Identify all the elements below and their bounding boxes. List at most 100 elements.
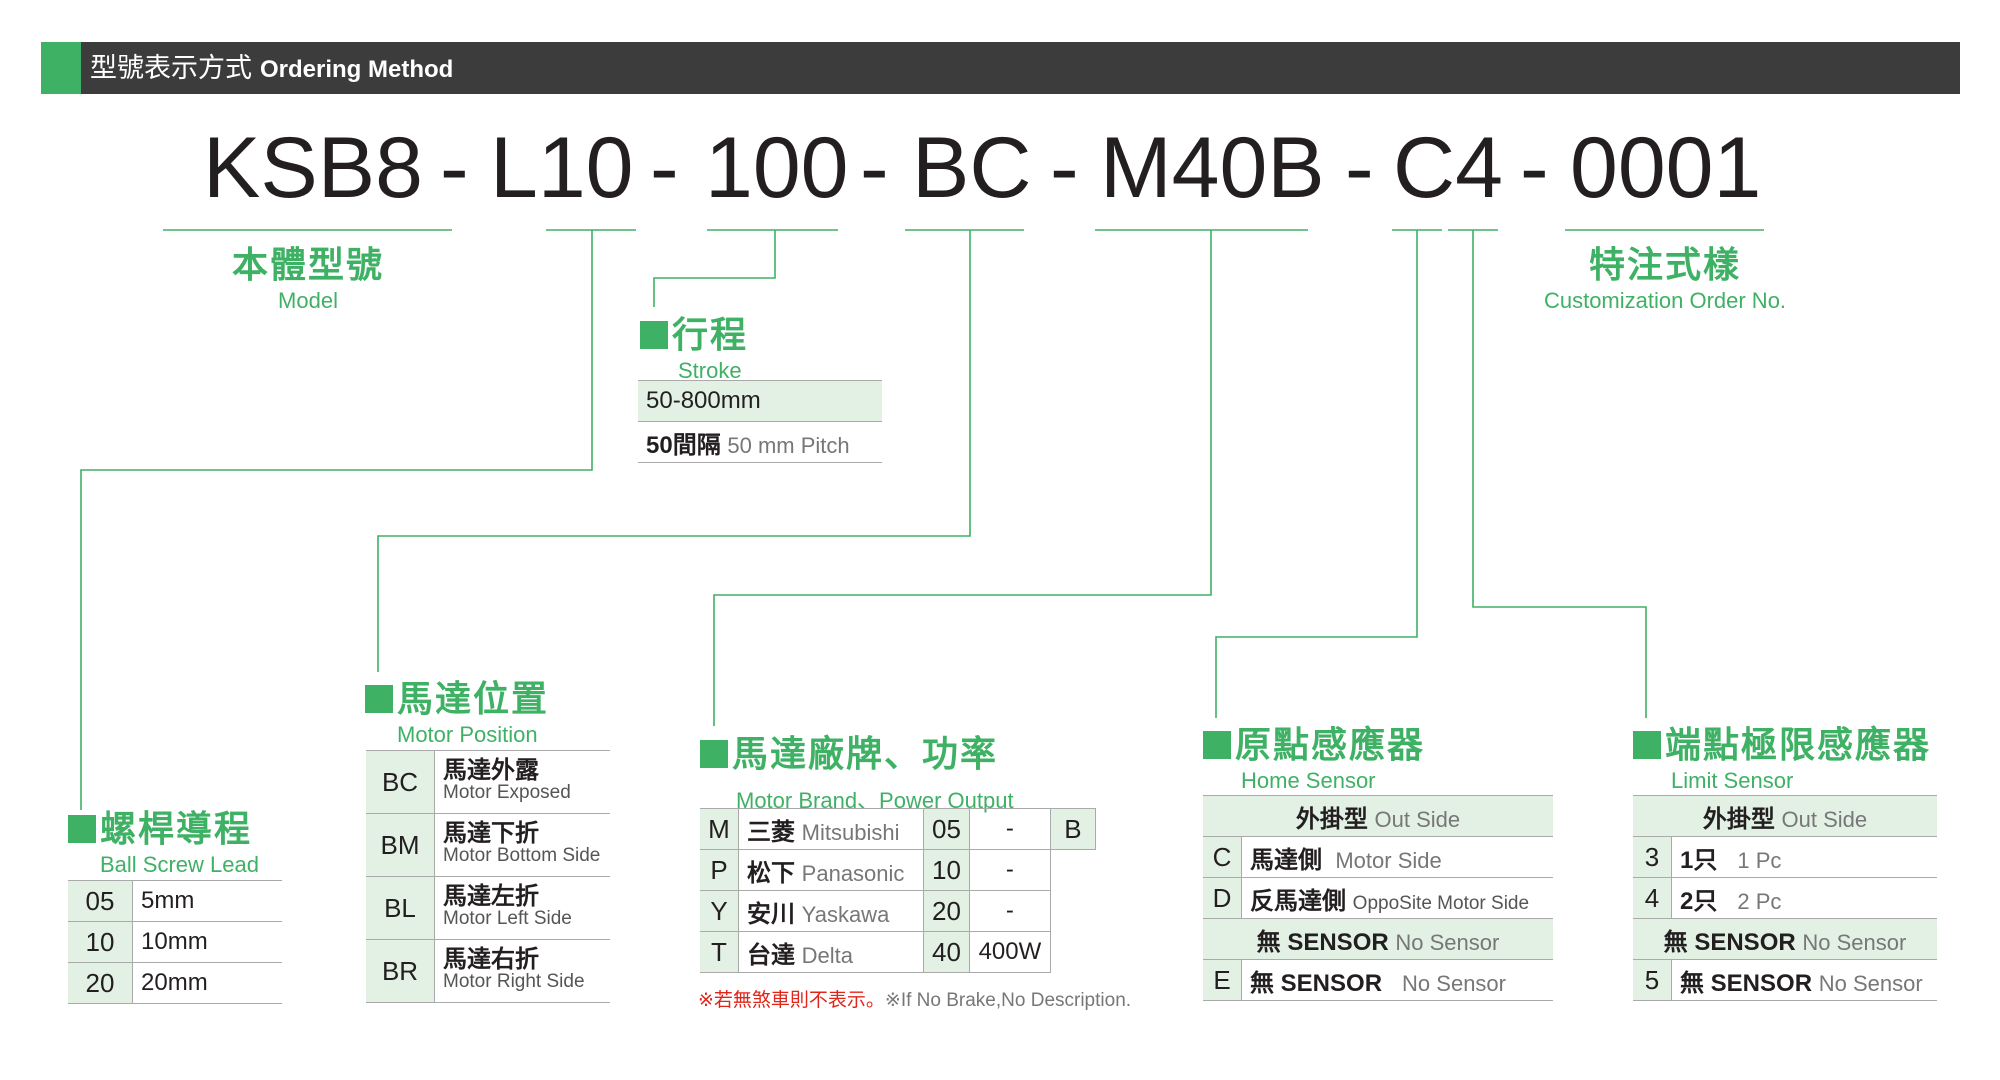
brand-cn: 三菱	[747, 818, 795, 846]
table-row: T 台達 Delta 40 400W	[700, 931, 1095, 973]
code-custom: 0001	[1570, 120, 1762, 216]
lead-label-en: Ball Screw Lead	[100, 852, 259, 877]
lead-value: 20mm	[132, 962, 282, 1004]
line-stroke	[653, 230, 776, 307]
stroke-label-cn: 行程	[672, 314, 749, 355]
position-cn: 馬達外露	[443, 757, 539, 784]
brake-empty	[1050, 891, 1095, 932]
stroke-label: 行程 Stroke	[640, 306, 748, 384]
limit-code: 4	[1633, 877, 1672, 919]
limit-header-cn: 外掛型	[1702, 805, 1775, 833]
home-cn: 馬達側	[1250, 846, 1322, 874]
stroke-pitch: 50間隔 50 mm Pitch	[638, 421, 882, 463]
power-code: 05	[923, 808, 970, 850]
lead-label-cn: 螺桿導程	[100, 808, 253, 849]
brand-label-cn: 馬達廠牌、功率	[732, 733, 999, 774]
home-header-en: Out Side	[1374, 806, 1461, 832]
stroke-pitch-cn: 50間隔	[646, 431, 721, 459]
stroke-pitch-en: 50 mm Pitch	[727, 432, 850, 458]
limit-label-cn: 端點極限感應器	[1665, 724, 1932, 765]
bullet-square	[68, 815, 96, 843]
title-cn: 型號表示方式	[90, 53, 252, 83]
table-row: 外掛型 Out Side	[1203, 795, 1553, 837]
brand-label: 馬達廠牌、功率 Motor Brand、Power Output	[700, 725, 1014, 815]
position-label-cn: 馬達位置	[397, 678, 550, 719]
limit-cn: 無 SENSOR	[1680, 969, 1813, 997]
model-label-cn: 本體型號	[231, 244, 384, 285]
table-row: 無 SENSOR No Sensor	[1633, 918, 1937, 960]
home-header-cn: 外掛型	[1295, 805, 1368, 833]
position-cn: 馬達右折	[443, 946, 539, 973]
code-sep: -	[440, 120, 469, 216]
lead-value: 5mm	[132, 880, 282, 922]
code-sensors: C4	[1393, 120, 1503, 216]
power-code: 10	[923, 849, 970, 891]
brake-empty	[1050, 932, 1095, 973]
line-motor	[713, 230, 1212, 726]
table-row: 無 SENSOR No Sensor	[1203, 918, 1553, 960]
custom-label: 特注式樣 Customization Order No.	[1510, 236, 1820, 314]
line-position	[377, 230, 971, 672]
code-model: KSB8	[203, 120, 423, 216]
stroke-table: 50-800mm 50間隔 50 mm Pitch	[638, 380, 882, 463]
bullet-square	[700, 740, 728, 768]
model-label: 本體型號 Model	[163, 236, 453, 314]
lead-code: 10	[68, 921, 133, 963]
stroke-label-en: Stroke	[678, 358, 742, 383]
custom-label-cn: 特注式樣	[1588, 244, 1741, 285]
home-cn: 無 SENSOR	[1250, 969, 1383, 997]
limit-header-en: Out Side	[1781, 806, 1868, 832]
table-row: M 三菱 Mitsubishi 05 - B	[700, 808, 1096, 850]
limit-code: 3	[1633, 836, 1672, 878]
table-row: Y 安川 Yaskawa 20 -	[700, 890, 1095, 932]
line-limit	[1472, 230, 1647, 718]
home-en: OppoSite Motor Side	[1352, 892, 1530, 914]
brand-code: T	[700, 931, 739, 973]
brand-cn: 松下	[747, 859, 795, 887]
lead-code: 20	[68, 962, 133, 1004]
position-en: Motor Exposed	[443, 782, 571, 803]
limit-en: No Sensor	[1818, 970, 1923, 996]
limit-en: 2 Pc	[1737, 888, 1782, 914]
table-row: 外掛型 Out Side	[1633, 795, 1937, 837]
code-motor: M40B	[1100, 120, 1325, 216]
home-code: D	[1203, 877, 1242, 919]
brand-en: Mitsubishi	[801, 819, 900, 845]
power-value: 400W	[969, 931, 1051, 973]
position-cn: 馬達下折	[443, 820, 539, 847]
table-row: P 松下 Panasonic 10 -	[700, 849, 1095, 891]
code-lead: L10	[490, 120, 634, 216]
limit-label-en: Limit Sensor	[1671, 768, 1794, 793]
brake-note: ※若無煞車則不表示。※If No Brake,No Description.	[698, 985, 1131, 1012]
bullet-square	[1633, 731, 1661, 759]
code-sep: -	[1520, 120, 1549, 216]
home-none-cn: 無 SENSOR	[1256, 928, 1389, 956]
home-label: 原點感應器 Home Sensor	[1203, 716, 1425, 794]
code-stroke: 100	[705, 120, 849, 216]
position-code: BL	[366, 876, 435, 940]
brand-table: M 三菱 Mitsubishi 05 - B P 松下 Panasonic 10…	[700, 808, 1096, 973]
lead-value: 10mm	[132, 921, 282, 963]
brake-note-cn: ※若無煞車則不表示。	[698, 990, 885, 1011]
brand-code: P	[700, 849, 739, 891]
bullet-square	[640, 321, 668, 349]
code-sep: -	[1050, 120, 1079, 216]
limit-none-cn: 無 SENSOR	[1663, 928, 1796, 956]
home-en: No Sensor	[1402, 970, 1506, 996]
stroke-range: 50-800mm	[638, 380, 882, 422]
home-code: E	[1203, 959, 1242, 1001]
